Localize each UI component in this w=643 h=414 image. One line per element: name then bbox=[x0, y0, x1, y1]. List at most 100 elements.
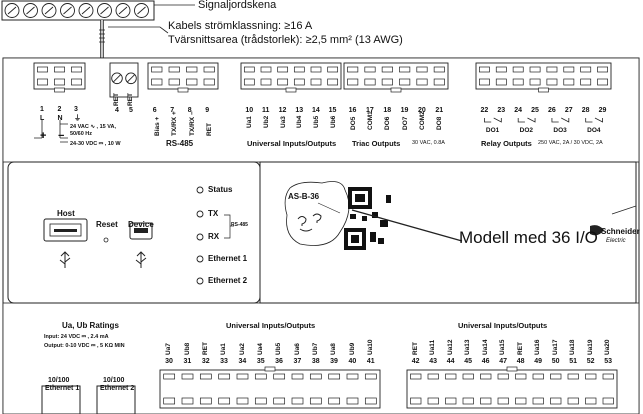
terminal-screw[interactable] bbox=[346, 373, 359, 405]
triac-terminal-label: DO5 bbox=[349, 116, 357, 130]
terminal-screw[interactable] bbox=[602, 373, 614, 405]
terminal-screw[interactable] bbox=[364, 373, 377, 405]
terminal-screw[interactable] bbox=[495, 66, 507, 86]
bottom-right-terminal-number: 42 bbox=[411, 358, 420, 365]
ground-screw bbox=[4, 3, 20, 18]
top-ui-terminal-number: 13 bbox=[295, 107, 304, 114]
terminal-screw[interactable] bbox=[580, 66, 592, 86]
terminal-screw[interactable] bbox=[462, 373, 474, 405]
bottom-right-terminal-label: Ua11 bbox=[429, 339, 437, 355]
usb-device-port[interactable] bbox=[129, 222, 153, 240]
power-terminal-letter: N bbox=[57, 115, 63, 122]
terminal-screw[interactable] bbox=[254, 373, 267, 405]
terminal-screw[interactable] bbox=[480, 373, 492, 405]
terminal-screw[interactable] bbox=[309, 373, 322, 405]
terminal-screw[interactable] bbox=[546, 66, 558, 86]
rs485-terminal-label: Bias + bbox=[153, 116, 161, 136]
terminal-screw[interactable] bbox=[427, 373, 439, 405]
terminal-screw[interactable] bbox=[529, 66, 541, 86]
terminal-screw[interactable] bbox=[111, 72, 123, 85]
triac-terminal-number: 18 bbox=[383, 107, 392, 114]
terminal-screw[interactable] bbox=[37, 66, 48, 86]
ground-screw bbox=[60, 3, 75, 18]
terminal-screw[interactable] bbox=[151, 66, 163, 86]
bottom-left-terminal-number: 41 bbox=[366, 358, 375, 365]
terminal-screw[interactable] bbox=[399, 66, 411, 86]
terminal-screw[interactable] bbox=[168, 66, 180, 86]
ratings-input: Input: 24 VDC ⎓ , 2.4 mA bbox=[44, 334, 109, 340]
terminal-screw[interactable] bbox=[293, 66, 305, 86]
leader-cable bbox=[108, 26, 169, 34]
terminal-screw[interactable] bbox=[497, 373, 509, 405]
bottom-left-terminal-label: Ua2 bbox=[238, 343, 246, 355]
bottom-left-terminal-number: 37 bbox=[293, 358, 302, 365]
terminal-screw[interactable] bbox=[597, 66, 608, 86]
bottom-left-terminal-number: 40 bbox=[348, 358, 357, 365]
terminal-screw[interactable] bbox=[327, 66, 339, 86]
ret-terminal-number: 4 bbox=[115, 107, 119, 114]
terminal-screw[interactable] bbox=[71, 66, 82, 86]
ethernet-jack-1[interactable] bbox=[41, 385, 81, 414]
model-callout: Modell med 36 I/O bbox=[459, 228, 598, 247]
reset-button[interactable] bbox=[103, 237, 109, 243]
terminal-screw[interactable] bbox=[125, 72, 137, 85]
terminal-screw[interactable] bbox=[364, 66, 376, 86]
triac-terminal-number: 20 bbox=[418, 107, 426, 114]
bottom-left-terminal-label: Ua10 bbox=[366, 339, 374, 355]
bottom-left-terminal-label: Ua6 bbox=[293, 343, 301, 355]
top-ui-terminal-label: Ub4 bbox=[296, 115, 304, 128]
terminal-screw[interactable] bbox=[163, 373, 176, 405]
terminal-screw[interactable] bbox=[54, 66, 65, 86]
bottom-right-terminal-label: RET bbox=[516, 342, 524, 355]
terminal-screw[interactable] bbox=[260, 66, 272, 86]
terminal-screw[interactable] bbox=[203, 66, 215, 86]
terminal-screw[interactable] bbox=[277, 66, 289, 86]
terminal-screw[interactable] bbox=[328, 373, 341, 405]
eth2-speed: 10/100 bbox=[103, 377, 125, 384]
ground-screw bbox=[134, 3, 149, 18]
terminal-screw[interactable] bbox=[381, 66, 393, 86]
terminal-screw[interactable] bbox=[445, 373, 457, 405]
terminal-screw[interactable] bbox=[218, 373, 231, 405]
terminal-screw[interactable] bbox=[310, 66, 322, 86]
bottom-left-terminal-label: RET bbox=[201, 342, 209, 355]
bottom-right-terminal-block bbox=[406, 366, 618, 409]
terminal-screw[interactable] bbox=[567, 373, 579, 405]
terminal-screw[interactable] bbox=[563, 66, 575, 86]
bottom-right-terminal-label: Ua14 bbox=[481, 339, 489, 355]
terminal-screw[interactable] bbox=[291, 373, 304, 405]
top-ui-terminal-number: 12 bbox=[278, 107, 287, 114]
ret-label: RET bbox=[127, 93, 134, 106]
triac-terminal-label: COM2 bbox=[419, 111, 426, 130]
top-ui-terminal-number: 11 bbox=[262, 107, 270, 114]
terminal-screw[interactable] bbox=[199, 373, 212, 405]
terminal-screw[interactable] bbox=[550, 373, 562, 405]
triac-terminal-number: 16 bbox=[348, 107, 357, 114]
bottom-right-terminal-label: Ua15 bbox=[499, 339, 507, 355]
relay-title: Relay Outputs bbox=[481, 139, 532, 148]
terminal-screw[interactable] bbox=[236, 373, 249, 405]
terminal-screw[interactable] bbox=[479, 66, 490, 86]
terminal-screw[interactable] bbox=[273, 373, 286, 405]
terminal-screw[interactable] bbox=[416, 66, 428, 86]
terminal-screw[interactable] bbox=[433, 66, 445, 86]
terminal-screw[interactable] bbox=[186, 66, 198, 86]
terminal-screw[interactable] bbox=[410, 373, 422, 405]
terminal-screw[interactable] bbox=[347, 66, 359, 86]
terminal-screw[interactable] bbox=[515, 373, 527, 405]
terminal-screw[interactable] bbox=[512, 66, 524, 86]
brand-sub: Electric bbox=[606, 238, 626, 244]
bottom-ui-title-left: Universal Inputs/Outputs bbox=[226, 321, 316, 330]
rs485-terminal-number: 6 bbox=[152, 107, 157, 114]
ethernet-jack-2[interactable] bbox=[96, 385, 136, 414]
terminal-screw[interactable] bbox=[585, 373, 597, 405]
device-label: Device bbox=[128, 220, 154, 229]
bottom-right-terminal-number: 49 bbox=[534, 358, 543, 365]
terminal-screw[interactable] bbox=[181, 373, 194, 405]
usb-host-port[interactable] bbox=[43, 218, 88, 242]
terminal-screw[interactable] bbox=[532, 373, 544, 405]
terminal-screw[interactable] bbox=[243, 66, 255, 86]
power-terminal-letter: L bbox=[40, 115, 45, 122]
bottom-left-terminal-number: 36 bbox=[275, 358, 283, 365]
relay-terminal-number: 27 bbox=[564, 107, 573, 114]
